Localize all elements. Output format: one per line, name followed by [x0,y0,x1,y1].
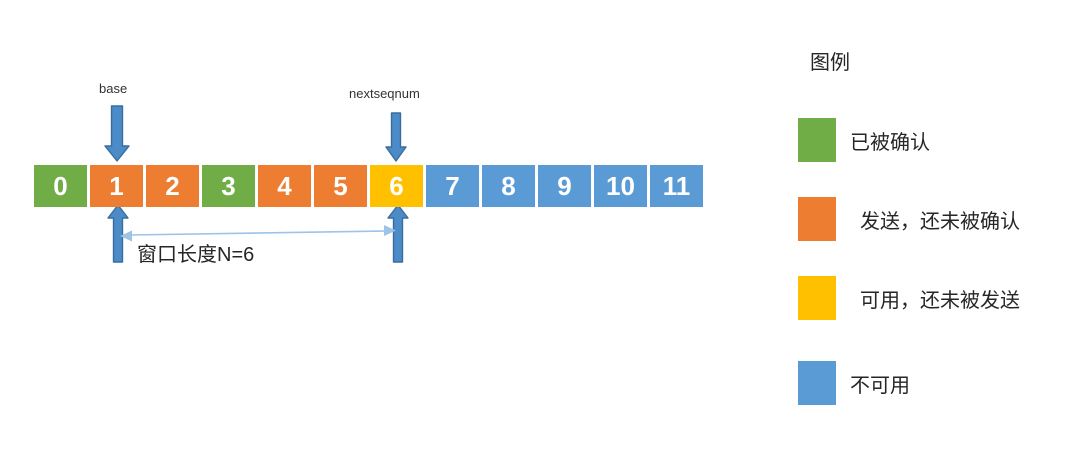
sequence-cell-11: 11 [650,165,703,207]
window-length-label: 窗口长度N=6 [137,244,255,266]
sequence-cell-8: 8 [482,165,535,207]
window-span-right-arrowhead-icon [384,225,396,236]
legend-item-sent: 发送，还未被确认 [798,197,1020,241]
nextseqnum-label: nextseqnum [349,86,420,101]
legend-item-label: 可用，还未被发送 [860,289,1020,312]
window-span-left-arrowhead-icon [120,230,132,242]
window-end-arrow-icon [387,204,409,263]
legend-item-acked: 已被确认 [798,118,930,162]
legend-item-label: 不可用 [850,374,910,397]
sequence-cell-7: 7 [426,165,479,207]
legend-item-label: 已被确认 [850,131,930,154]
legend-item-usable: 可用，还未被发送 [798,276,1020,320]
legend-swatch-sent [798,197,836,241]
base-arrow-icon [104,105,130,162]
sequence-cell-2: 2 [146,165,199,207]
sequence-cell-1: 1 [90,165,143,207]
nextseqnum-arrow-icon [385,112,407,162]
sequence-cell-10: 10 [594,165,647,207]
base-label: base [99,81,128,96]
legend-title: 图例 [810,52,850,74]
legend-swatch-unusable [798,361,836,405]
window-start-arrow-icon [107,204,129,263]
window-span-arrow-icon [129,230,388,236]
sequence-cell-0: 0 [34,165,87,207]
sequence-row: 0 1 2 3 4 5 6 7 8 9 10 11 [34,165,703,207]
legend-swatch-usable [798,276,836,320]
legend-item-label: 发送，还未被确认 [860,210,1020,233]
sequence-cell-6: 6 [370,165,423,207]
sequence-cell-3: 3 [202,165,255,207]
legend-swatch-acked [798,118,836,162]
sequence-cell-4: 4 [258,165,311,207]
sequence-cell-5: 5 [314,165,367,207]
sequence-cell-9: 9 [538,165,591,207]
legend-item-unusable: 不可用 [798,361,910,405]
